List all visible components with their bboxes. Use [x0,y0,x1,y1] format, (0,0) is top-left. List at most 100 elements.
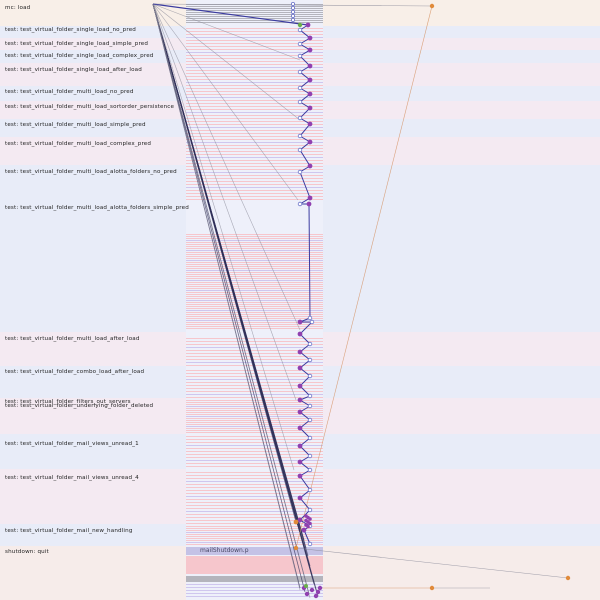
trace-stripe [186,127,323,128]
spine-node [307,163,313,169]
phase-label-multi-load-alotta-simple-pred: test: test_virtual_folder_multi_load_alo… [5,205,189,211]
trace-stripe [186,282,323,283]
spine-node [307,139,313,145]
phase-label-single-load-no-pred: test: test_virtual_folder_single_load_no… [5,27,137,33]
spine-node [297,409,303,415]
trace-stripe [186,528,323,529]
trace-stripe [186,344,323,345]
phase-label-mail-new-handling: test: test_virtual_folder_mail_new_handl… [5,528,133,534]
trace-stripe [186,530,323,531]
spine-node [297,69,303,75]
trace-stripe [186,64,323,65]
trace-stripe [186,484,323,485]
spine-node [307,77,313,83]
trace-stripe [186,511,323,512]
trace-stripe [186,234,323,235]
trace-stripe [186,244,323,245]
spine-node [297,443,303,449]
trace-stripe [186,302,323,303]
trace-stripe [186,420,323,421]
trace-stripe [186,373,323,374]
trace-stripe [186,268,323,269]
trace-stripe [186,55,323,56]
trace-stripe [186,587,323,588]
trace-stripe [186,184,323,185]
trace-stripe [186,430,323,431]
trace-stripe [186,445,323,446]
trace-stripe [186,517,323,518]
trace-stripe [186,264,323,265]
trace-stripe [186,288,323,289]
trace-stripe [186,20,323,21]
trace-stripe [186,16,323,17]
spine-node [297,459,303,465]
trace-stripe [186,300,323,301]
origin-grey-link [152,3,301,121]
spine-node [309,319,315,325]
trace-stripe [186,538,323,539]
trace-stripe [186,306,323,307]
trace-stripe [186,326,323,327]
spine-node [307,393,313,399]
spine-node [307,357,313,363]
trace-stripe [186,270,323,271]
trace-stripe [186,416,323,417]
trace-stripe [186,353,323,354]
spine-node [307,373,313,379]
phase-label-multi-load-no-pred: test: test_virtual_folder_multi_load_no_… [5,89,134,95]
trace-stripe [186,341,323,342]
spine-node [305,22,311,28]
trace-stripe [186,58,323,59]
spine-node [297,27,303,33]
origin-grey-link [152,3,297,401]
spine-node [307,91,313,97]
spine-node [297,517,303,523]
top-queue-node [290,2,295,7]
spine-node [297,425,303,431]
spine-start-node [297,22,303,28]
phase-label-mail-views-unread-1: test: test_virtual_folder_mail_views_unr… [5,441,139,447]
spine-node [307,105,313,111]
trace-stripe [186,362,323,363]
trace-stripe [186,422,323,423]
trace-stripe [186,475,323,476]
trace-stripe [186,463,323,464]
trace-stripe [186,178,323,179]
spine-node [306,201,312,207]
origin-fan-link [152,3,297,519]
spine-node [307,121,313,127]
trace-stripe [186,328,323,329]
trace-stripe [186,52,323,53]
trace-stripe [186,112,323,113]
trace-stripe [186,79,323,80]
trace-stripe [186,576,323,582]
spine-node [297,397,303,403]
trace-stripe [186,103,323,104]
spine-node [307,467,313,473]
top-queue-node [290,17,295,22]
spine-node [297,85,303,91]
trace-stripe [186,145,323,146]
trace-stripe [186,487,323,488]
trace-stripe [186,347,323,348]
trace-stripe [186,142,323,143]
trace-stripe [186,34,323,35]
trace-stripe [186,451,323,452]
trace-stripe [186,18,323,19]
trace-stripe [186,596,323,597]
right-orange-node [429,3,435,9]
trace-stripe [186,6,323,7]
trace-stripe [186,67,323,68]
trace-stripe [186,151,323,152]
trace-stripe [186,466,323,467]
trace-stripe [186,442,323,443]
trace-stripe [186,109,323,110]
trace-stripe [186,22,323,23]
trace-stripe [186,154,323,155]
trace-stripe [186,181,323,182]
origin-grey-link [152,3,299,201]
bottom-green-node [303,584,308,589]
trace-stripe [186,276,323,277]
trace-stripe [186,199,323,200]
